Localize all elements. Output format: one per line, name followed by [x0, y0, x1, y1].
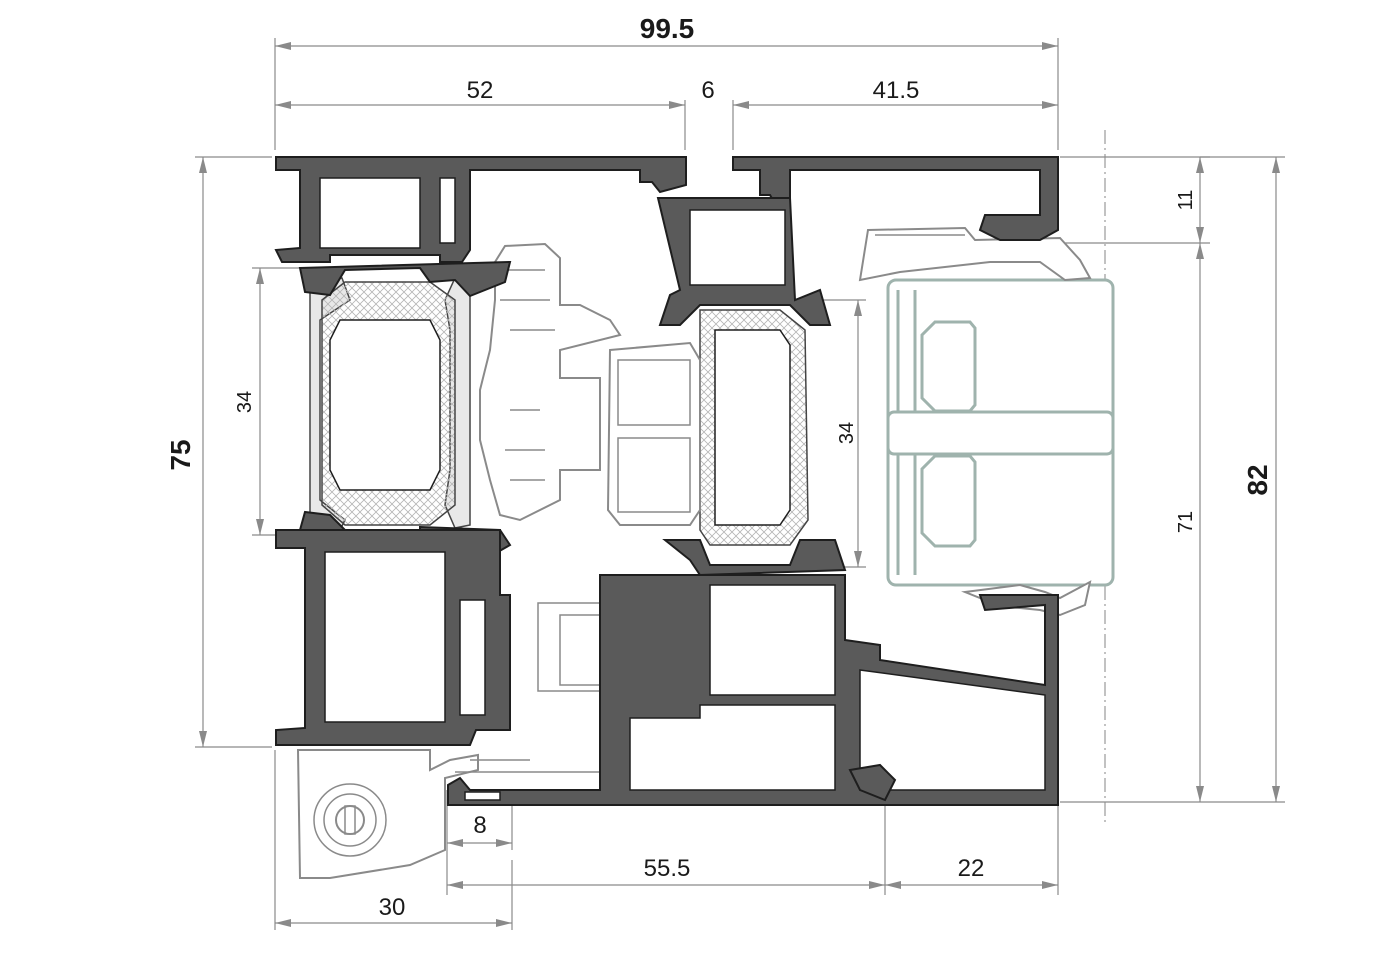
- dimension-labels: 99.5 52 6 41.5 75 34 34 11 71 82 8 55.5 …: [165, 13, 1273, 921]
- right-frame-profile: [447, 156, 1059, 806]
- dim-right-inner: 71: [1175, 511, 1197, 533]
- glazing-unit: [886, 278, 1115, 587]
- dim-left-height: 75: [165, 439, 196, 470]
- dim-bottom-small: 8: [473, 812, 486, 839]
- dim-bottom-left: 30: [379, 894, 406, 921]
- dim-bottom-right: 22: [958, 855, 985, 882]
- dim-center-inner: 34: [836, 422, 858, 444]
- dim-right-top: 11: [1175, 190, 1197, 211]
- dim-right-height: 82: [1242, 464, 1273, 495]
- dim-top-gap: 6: [701, 77, 714, 104]
- dimension-lines: [195, 38, 1285, 930]
- dim-overall-width: 99.5: [640, 13, 695, 44]
- left-sash-profile: [274, 156, 687, 746]
- dim-top-left: 52: [467, 77, 494, 104]
- dim-bottom-mid: 55.5: [644, 855, 691, 882]
- dim-left-inner: 34: [234, 391, 256, 413]
- dim-top-right: 41.5: [873, 77, 920, 104]
